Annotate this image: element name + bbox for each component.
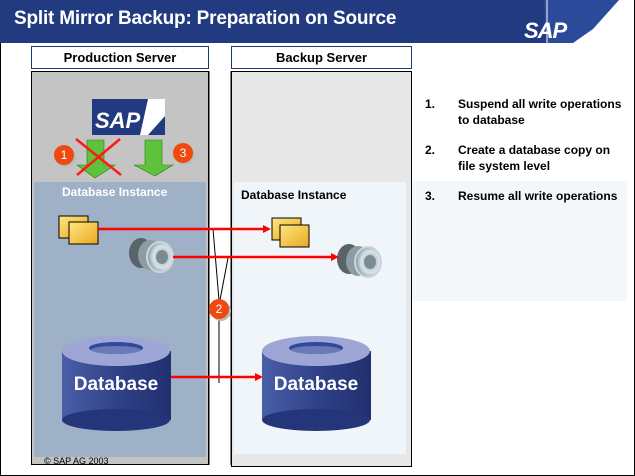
production-instance-label: Database Instance <box>62 185 168 199</box>
step-text: Resume all write operations <box>458 189 618 203</box>
backup-database-label: Database <box>273 374 359 395</box>
production-sap-logo-text: SAP <box>95 108 141 133</box>
step-number: 1. <box>425 97 436 111</box>
backup-folder-icon <box>271 217 310 248</box>
step-item: 1. Suspend all write operations to datab… <box>425 96 625 128</box>
step-3-badge: 3 <box>173 143 193 163</box>
backup-log-icon <box>337 244 382 278</box>
header-banner <box>0 0 619 43</box>
copy-arrow-files <box>98 225 271 233</box>
copy-connector-lines <box>212 228 229 383</box>
copy-arrow-logs <box>173 253 339 261</box>
step-item: 2. Create a database copy on file system… <box>425 142 625 174</box>
backup-database-icon <box>262 336 371 431</box>
step-list: 1. Suspend all write operations to datab… <box>425 96 625 218</box>
header-bar <box>0 0 483 43</box>
page-title: Split Mirror Backup: Preparation on Sour… <box>14 8 397 29</box>
resume-arrow-icon <box>133 139 175 177</box>
backup-server-label: Backup Server <box>231 46 412 69</box>
step-text: Suspend all write operations to database <box>458 97 622 127</box>
sap-logo: SAP <box>524 18 567 43</box>
backup-instance-label: Database Instance <box>241 188 347 202</box>
production-server-label: Production Server <box>31 46 209 69</box>
steps-background <box>412 181 627 301</box>
production-database-label: Database <box>73 374 159 395</box>
step-number: 2. <box>425 143 436 157</box>
suspend-arrow-icon <box>75 138 122 179</box>
sap-logo-mark <box>544 0 619 43</box>
production-log-icon <box>129 238 174 273</box>
copyright-text: © SAP AG 2003 <box>44 456 109 466</box>
production-folder-icon <box>58 215 99 245</box>
production-database-icon <box>62 336 171 431</box>
step-1-badge: 1 <box>54 145 74 165</box>
step-2-badge: 2 <box>209 299 229 319</box>
copy-arrow-database <box>171 373 263 381</box>
production-sap-logo: SAP <box>92 99 165 135</box>
step-text: Create a database copy on file system le… <box>458 143 611 173</box>
step-number: 3. <box>425 189 436 203</box>
step-item: 3. Resume all write operations <box>425 188 625 204</box>
